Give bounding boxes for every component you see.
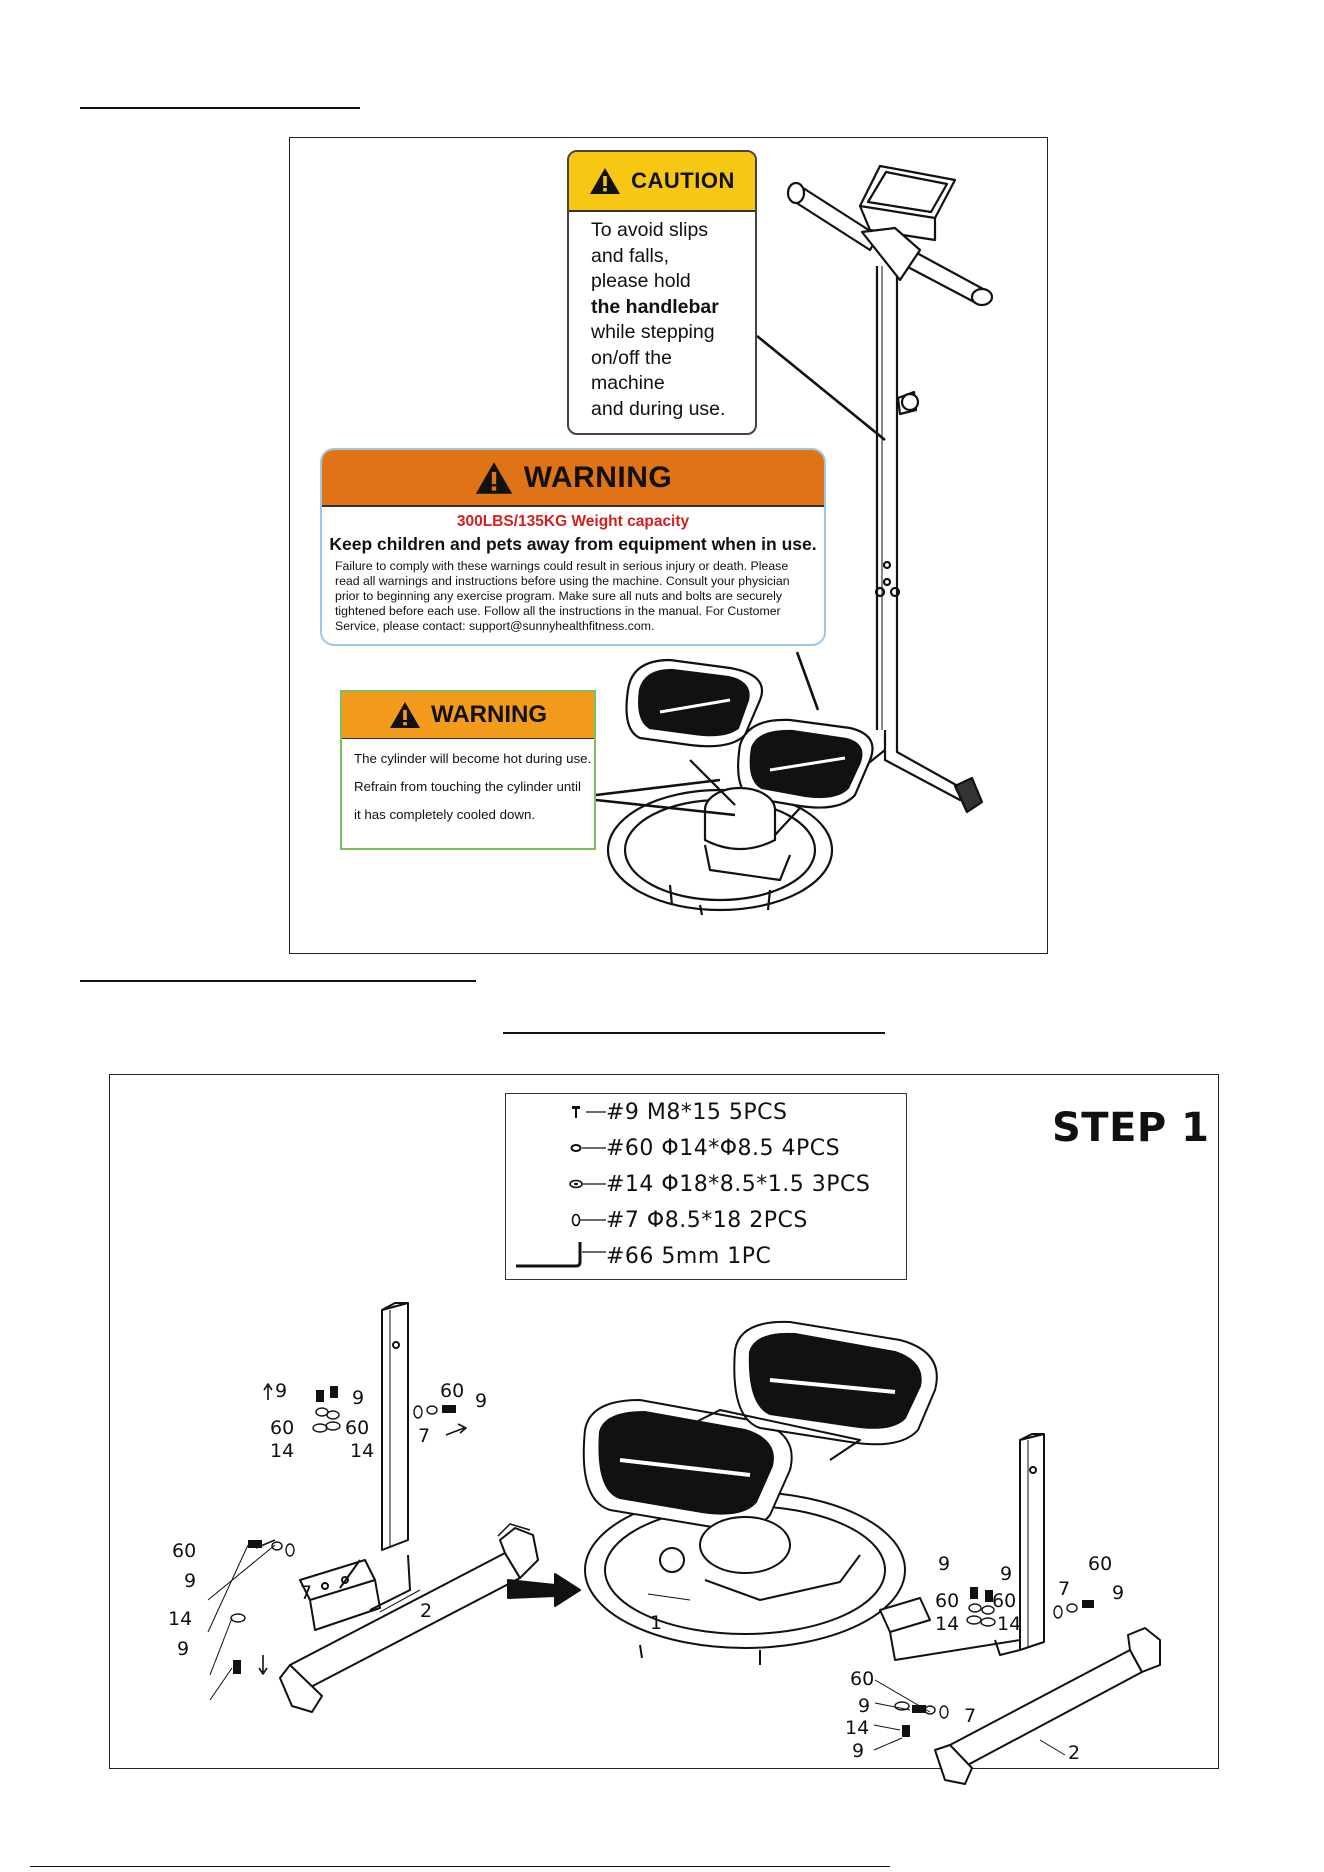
hardware-item: #9 M8*15 5PCS bbox=[506, 1098, 787, 1126]
part-callout: 14 bbox=[997, 1613, 1022, 1635]
hardware-item: #60 Φ14*Φ8.5 4PCS bbox=[506, 1134, 840, 1162]
washer-icon bbox=[570, 1144, 606, 1152]
warning-main-title: WARNING bbox=[523, 460, 673, 494]
warning-cylinder-line: it has completely cooled down. bbox=[354, 807, 536, 822]
hardware-text: #14 Φ18*8.5*1.5 3PCS bbox=[606, 1171, 871, 1197]
hardware-text: #60 Φ14*Φ8.5 4PCS bbox=[606, 1135, 841, 1161]
warning-headline: Keep children and pets away from equipme… bbox=[329, 534, 817, 554]
part-callout: 1 bbox=[650, 1612, 663, 1634]
warning-triangle-icon bbox=[475, 461, 512, 494]
part-callout: 60 bbox=[935, 1590, 960, 1612]
part-callout: 9 bbox=[184, 1570, 197, 1592]
part-callout: 60 bbox=[345, 1417, 370, 1439]
hardware-text: #66 5mm 1PC bbox=[606, 1243, 772, 1269]
caution-line: and during use. bbox=[591, 397, 726, 420]
allen-wrench-icon bbox=[516, 1242, 606, 1268]
part-callout: 9 bbox=[475, 1390, 488, 1412]
flat-washer-icon bbox=[569, 1179, 606, 1189]
warning-cylinder-line: Refrain from touching the cylinder until bbox=[354, 779, 581, 794]
footer-rule bbox=[30, 1866, 890, 1867]
caution-line: on/off the bbox=[591, 346, 672, 369]
part-callout: 7 bbox=[1058, 1578, 1071, 1600]
hardware-text: #9 M8*15 5PCS bbox=[606, 1099, 788, 1125]
part-callout: 60 bbox=[440, 1380, 465, 1402]
part-callout: 2 bbox=[1068, 1742, 1081, 1764]
part-callout: 9 bbox=[177, 1638, 190, 1660]
caution-title: CAUTION bbox=[631, 168, 735, 193]
warning-label-main: WARNING 300LBS/135KG Weight capacity Kee… bbox=[320, 448, 826, 646]
part-callout: 9 bbox=[858, 1695, 871, 1717]
caution-line: and falls, bbox=[591, 244, 670, 267]
part-callout: 7 bbox=[418, 1425, 431, 1447]
curved-washer-icon bbox=[571, 1213, 606, 1227]
section-heading-rule-2 bbox=[80, 980, 476, 982]
warning-cylinder-title: WARNING bbox=[431, 701, 547, 728]
part-callout: 9 bbox=[352, 1387, 365, 1409]
part-callout: 60 bbox=[992, 1590, 1017, 1612]
part-callout: 7 bbox=[964, 1705, 977, 1727]
caution-line: please hold bbox=[591, 270, 691, 292]
caution-line: To avoid slips bbox=[591, 219, 709, 241]
warning-body-text: Failure to comply with these warnings co… bbox=[335, 559, 790, 633]
part-callout: 9 bbox=[852, 1740, 865, 1762]
section-heading-rule-3 bbox=[503, 1032, 885, 1034]
warning-cylinder-line: The cylinder will become hot during use. bbox=[354, 751, 592, 766]
part-callout: 60 bbox=[270, 1417, 295, 1439]
section-heading-rule-1 bbox=[80, 107, 360, 109]
part-callout: 60 bbox=[172, 1540, 197, 1562]
caution-label: CAUTION To avoid slips and falls, please… bbox=[567, 150, 757, 435]
hardware-item: #7 Φ8.5*18 2PCS bbox=[506, 1206, 808, 1234]
hardware-item: #66 5mm 1PC bbox=[506, 1240, 771, 1272]
part-callout: 60 bbox=[1088, 1553, 1113, 1575]
part-callout: 9 bbox=[275, 1380, 288, 1402]
warning-cylinder-body: The cylinder will become hot during use.… bbox=[342, 739, 594, 829]
warning-triangle-icon bbox=[590, 168, 621, 194]
warning-label-cylinder: WARNING The cylinder will become hot dur… bbox=[340, 690, 596, 850]
part-callout: 9 bbox=[1112, 1582, 1125, 1604]
caution-line: while stepping bbox=[591, 321, 715, 343]
warning-cylinder-header: WARNING bbox=[342, 692, 594, 739]
weight-capacity: 300LBS/135KG Weight capacity bbox=[456, 513, 690, 530]
part-callout: 60 bbox=[850, 1668, 875, 1690]
part-callout: 2 bbox=[420, 1600, 433, 1622]
warning-triangle-icon bbox=[390, 702, 420, 728]
step-title: STEP 1 bbox=[1052, 1105, 1210, 1151]
caution-header: CAUTION bbox=[569, 152, 755, 212]
caution-line: machine bbox=[591, 372, 665, 394]
bolt-icon bbox=[572, 1106, 606, 1118]
part-callout: 14 bbox=[350, 1440, 375, 1462]
hardware-list: #9 M8*15 5PCS #60 Φ14*Φ8.5 4PCS #14 Φ18*… bbox=[505, 1093, 907, 1280]
part-callout: 7 bbox=[300, 1582, 313, 1604]
part-callout: 14 bbox=[168, 1608, 193, 1630]
caution-line: the handlebar bbox=[591, 295, 719, 318]
hardware-item: #14 Φ18*8.5*1.5 3PCS bbox=[506, 1170, 870, 1198]
part-callout: 14 bbox=[845, 1717, 870, 1739]
part-callout: 9 bbox=[1000, 1563, 1013, 1585]
caution-body: To avoid slips and falls, please hold th… bbox=[569, 212, 755, 422]
part-callout: 14 bbox=[935, 1613, 960, 1635]
part-callout: 14 bbox=[270, 1440, 295, 1462]
part-callout: 9 bbox=[938, 1553, 951, 1575]
hardware-text: #7 Φ8.5*18 2PCS bbox=[606, 1207, 808, 1233]
warning-main-header: WARNING bbox=[322, 450, 824, 507]
